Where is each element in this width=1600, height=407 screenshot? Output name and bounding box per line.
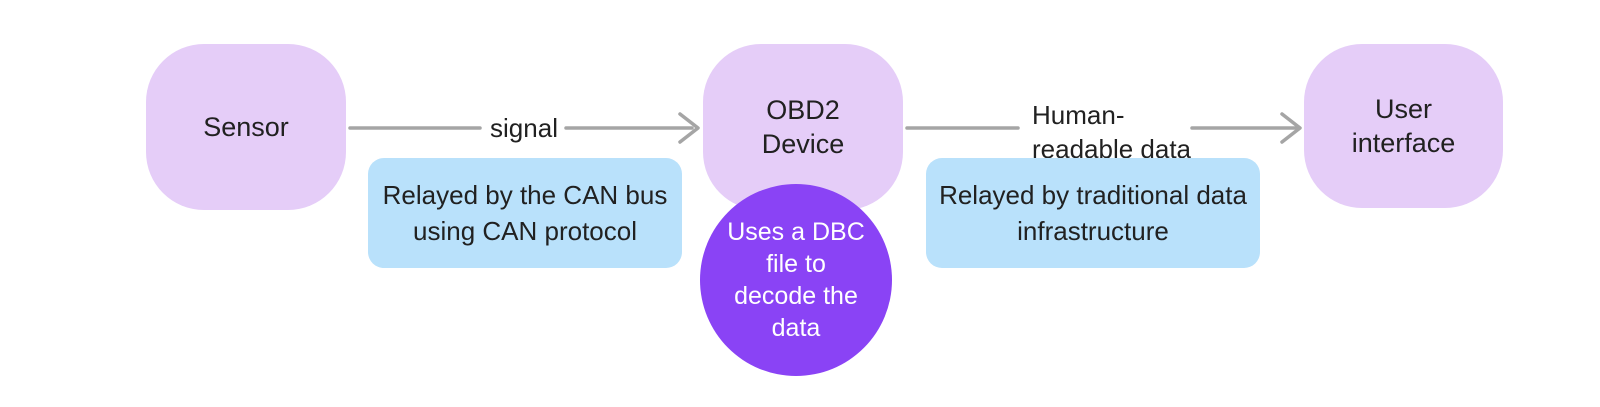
note-dbc-decode-text: Uses a DBC file to decode the data bbox=[727, 218, 865, 342]
note-data-infrastructure: Relayed by traditional data infrastructu… bbox=[926, 158, 1260, 268]
note-data-infrastructure-text: Relayed by traditional data infrastructu… bbox=[939, 180, 1247, 246]
node-sensor: Sensor bbox=[146, 44, 346, 210]
edge-label-human-readable-data: Human- readable data bbox=[1032, 100, 1192, 164]
node-obd2-device-label: OBD2 Device bbox=[761, 95, 845, 159]
note-can-bus-text: Relayed by the CAN bus using CAN protoco… bbox=[382, 180, 668, 246]
node-user-interface-label: User interface bbox=[1351, 94, 1456, 158]
node-obd2-device: OBD2 Device bbox=[703, 44, 903, 210]
note-can-bus: Relayed by the CAN bus using CAN protoco… bbox=[368, 158, 682, 268]
arrow-head-icon bbox=[1280, 112, 1302, 144]
node-user-interface: User interface bbox=[1304, 44, 1503, 208]
note-dbc-decode-circle: Uses a DBC file to decode the data bbox=[700, 184, 892, 376]
node-sensor-label: Sensor bbox=[203, 112, 289, 142]
edge-label-signal: signal bbox=[490, 113, 558, 143]
arrow-head-icon bbox=[678, 112, 700, 144]
